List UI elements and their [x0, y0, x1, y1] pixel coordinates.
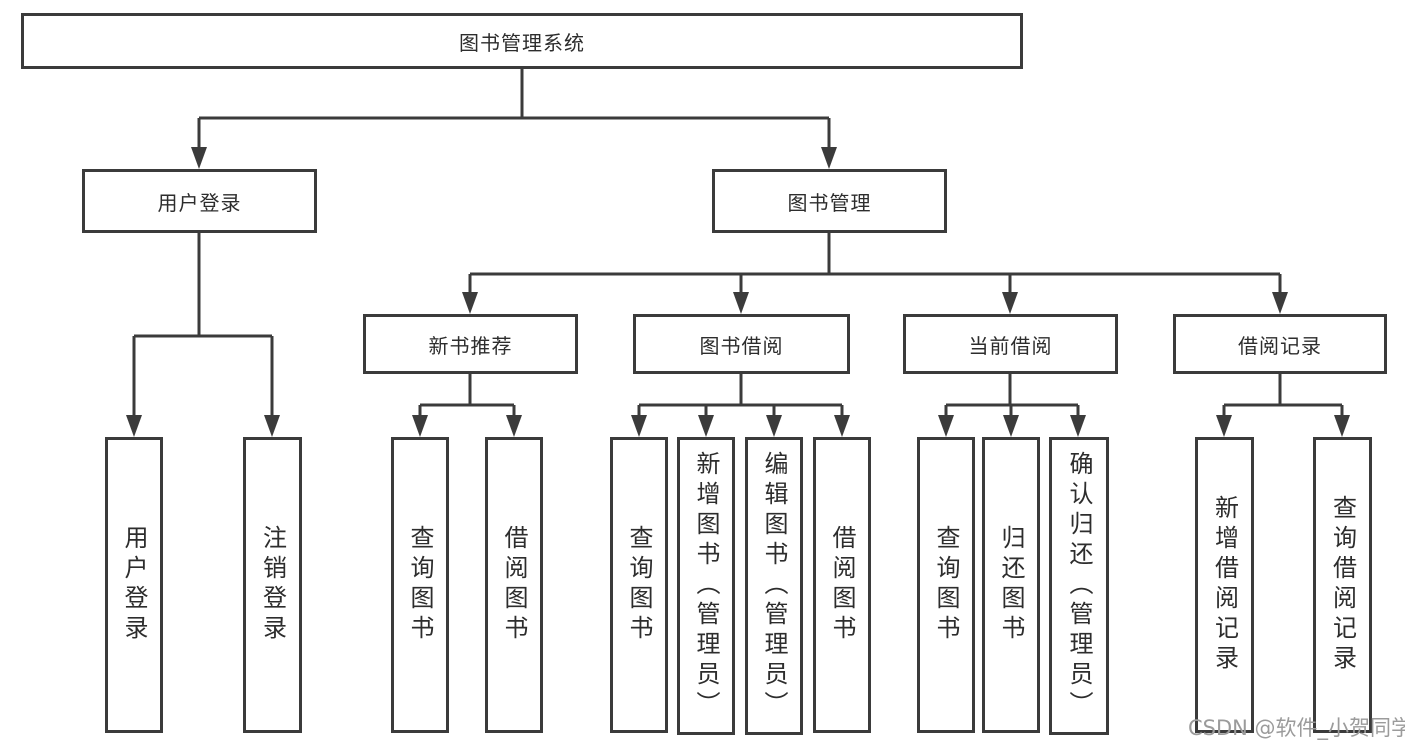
node-user-login-label: 用户登录 [157, 190, 242, 215]
node-root: 图书管理系统 [21, 13, 1023, 69]
leaf-query-books-recommend-label: 查询图书 [406, 525, 434, 645]
leaf-logout: 注销登录 [243, 437, 302, 733]
leaf-add-borrow-record-label: 新增借阅记录 [1210, 495, 1239, 675]
leaf-query-books-current: 查询图书 [917, 437, 975, 733]
node-current-borrowing: 当前借阅 [903, 314, 1118, 374]
leaf-query-books-current-label: 查询图书 [932, 525, 960, 645]
node-book-borrowing-label: 图书借阅 [699, 333, 784, 358]
leaf-logout-label: 注销登录 [258, 525, 287, 645]
leaf-confirm-return-admin-label: 确认归还（管理员） [1065, 451, 1093, 721]
leaf-borrow-books-borrowing: 借阅图书 [813, 437, 871, 733]
node-user-login: 用户登录 [82, 169, 317, 233]
leaf-query-books-borrowing: 查询图书 [610, 437, 668, 733]
watermark: CSDN @软件_小贺同学 [1188, 716, 1405, 740]
leaf-return-book: 归还图书 [982, 437, 1040, 733]
leaf-add-book-admin: 新增图书（管理员） [677, 437, 735, 735]
leaf-confirm-return-admin: 确认归还（管理员） [1049, 437, 1109, 735]
node-root-label: 图书管理系统 [459, 30, 585, 55]
leaf-query-books-borrowing-label: 查询图书 [625, 525, 653, 645]
node-borrowing-records: 借阅记录 [1173, 314, 1387, 374]
leaf-query-books-recommend: 查询图书 [391, 437, 449, 733]
leaf-return-book-label: 归还图书 [997, 525, 1025, 645]
leaf-add-borrow-record: 新增借阅记录 [1195, 437, 1254, 733]
leaf-borrow-books-recommend: 借阅图书 [485, 437, 543, 733]
leaf-query-borrow-record: 查询借阅记录 [1313, 437, 1372, 733]
node-current-borrowing-label: 当前借阅 [968, 333, 1053, 358]
node-new-book-recommend-label: 新书推荐 [428, 333, 513, 358]
leaf-query-borrow-record-label: 查询借阅记录 [1328, 495, 1357, 675]
node-borrowing-records-label: 借阅记录 [1238, 333, 1322, 358]
node-book-management-label: 图书管理 [787, 190, 872, 215]
leaf-add-book-admin-label: 新增图书（管理员） [692, 451, 720, 721]
leaf-user-login-label: 用户登录 [120, 525, 148, 645]
node-book-management: 图书管理 [712, 169, 947, 233]
leaf-borrow-books-borrowing-label: 借阅图书 [828, 525, 856, 645]
node-new-book-recommend: 新书推荐 [363, 314, 578, 374]
leaf-edit-book-admin: 编辑图书（管理员） [745, 437, 803, 735]
leaf-edit-book-admin-label: 编辑图书（管理员） [760, 451, 788, 721]
node-book-borrowing: 图书借阅 [633, 314, 850, 374]
leaf-user-login: 用户登录 [105, 437, 163, 733]
leaf-borrow-books-recommend-label: 借阅图书 [500, 525, 528, 645]
